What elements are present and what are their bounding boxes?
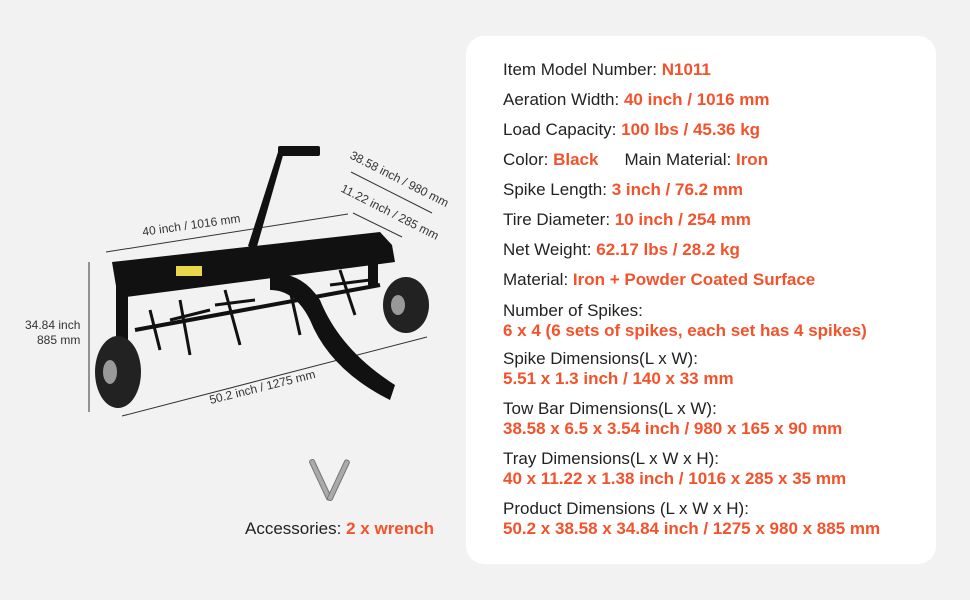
accessories-label: Accessories: bbox=[245, 519, 342, 538]
spec-value: 38.58 x 6.5 x 3.54 inch / 980 x 165 x 90… bbox=[503, 419, 843, 438]
spec-number-of-spikes: Number of Spikes:6 x 4 (6 sets of spikes… bbox=[503, 301, 867, 341]
spec-value: Iron + Powder Coated Surface bbox=[572, 270, 816, 289]
spec-aeration-width: Aeration Width: 40 inch / 1016 mm bbox=[503, 90, 770, 110]
spec-value: 40 inch / 1016 mm bbox=[623, 90, 770, 109]
spec-value: 5.51 x 1.3 inch / 140 x 33 mm bbox=[503, 369, 734, 388]
spec-value: Iron bbox=[735, 150, 769, 169]
spec-spike-length: Spike Length: 3 inch / 76.2 mm bbox=[503, 180, 743, 200]
spec-color: Color: Black Main Material: Iron bbox=[503, 150, 768, 170]
spec-label: Spike Dimensions(L x W): bbox=[503, 349, 698, 368]
wrench-icon bbox=[309, 458, 350, 502]
spec-card: Item Model Number: N1011 Aeration Width:… bbox=[466, 36, 936, 564]
spec-tray-dimensions: Tray Dimensions(L x W x H):40 x 11.22 x … bbox=[503, 449, 846, 489]
spec-label: Net Weight: bbox=[503, 240, 592, 259]
height-dimension-mm: 885 mm bbox=[37, 333, 81, 347]
spec-value: 6 x 4 (6 sets of spikes, each set has 4 … bbox=[503, 321, 867, 340]
spec-label: Item Model Number: bbox=[503, 60, 657, 79]
spec-tire-diameter: Tire Diameter: 10 inch / 254 mm bbox=[503, 210, 751, 230]
height-dimension-inch: 34.84 inch bbox=[25, 318, 81, 332]
spec-product-dimensions: Product Dimensions (L x W x H):50.2 x 38… bbox=[503, 499, 880, 539]
accessories-value: 2 x wrench bbox=[346, 519, 434, 538]
spec-load-capacity: Load Capacity: 100 lbs / 45.36 kg bbox=[503, 120, 760, 140]
spec-label: Load Capacity: bbox=[503, 120, 617, 139]
spec-material: Material: Iron + Powder Coated Surface bbox=[503, 270, 815, 290]
spec-spike-dimensions: Spike Dimensions(L x W):5.51 x 1.3 inch … bbox=[503, 349, 734, 389]
spec-label: Number of Spikes: bbox=[503, 301, 643, 320]
spec-value: 40 x 11.22 x 1.38 inch / 1016 x 285 x 35… bbox=[503, 469, 847, 488]
spec-label: Aeration Width: bbox=[503, 90, 620, 109]
spec-label: Material: bbox=[503, 270, 569, 289]
spec-label: Tire Diameter: bbox=[503, 210, 611, 229]
spec-value: 100 lbs / 45.36 kg bbox=[621, 120, 761, 139]
spec-label: Product Dimensions (L x W x H): bbox=[503, 499, 749, 518]
spec-value: 50.2 x 38.58 x 34.84 inch / 1275 x 980 x… bbox=[503, 519, 881, 538]
spec-value: Black bbox=[553, 150, 599, 169]
spec-net-weight: Net Weight: 62.17 lbs / 28.2 kg bbox=[503, 240, 740, 260]
spec-value: 10 inch / 254 mm bbox=[614, 210, 751, 229]
spec-label: Tow Bar Dimensions(L x W): bbox=[503, 399, 717, 418]
spec-model: Item Model Number: N1011 bbox=[503, 60, 711, 80]
spec-label: Main Material: bbox=[624, 150, 732, 169]
spec-value: 3 inch / 76.2 mm bbox=[611, 180, 744, 199]
spec-label: Color: bbox=[503, 150, 549, 169]
spec-value: 62.17 lbs / 28.2 kg bbox=[596, 240, 740, 259]
aerator-illustration bbox=[88, 146, 433, 502]
spec-label: Spike Length: bbox=[503, 180, 607, 199]
spec-label: Tray Dimensions(L x W x H): bbox=[503, 449, 719, 468]
accessories: Accessories: 2 x wrench bbox=[245, 519, 434, 539]
spec-tow-bar-dimensions: Tow Bar Dimensions(L x W):38.58 x 6.5 x … bbox=[503, 399, 842, 439]
spec-value: N1011 bbox=[661, 60, 711, 79]
